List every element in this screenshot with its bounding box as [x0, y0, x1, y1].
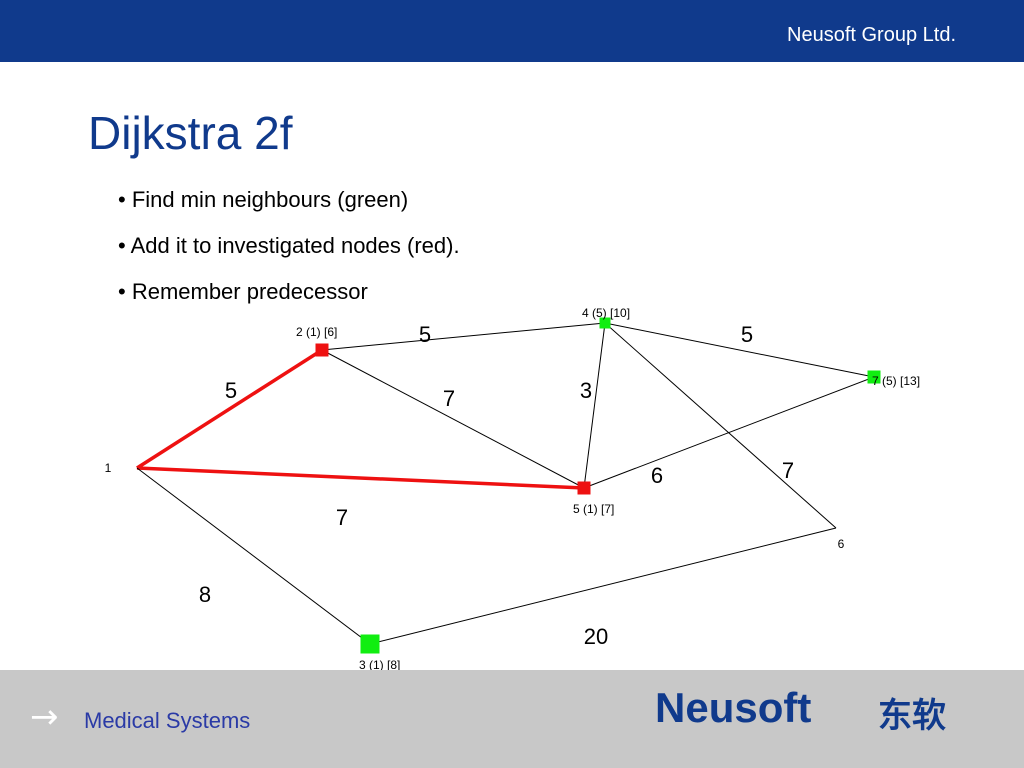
edge-3-6: [369, 527, 837, 645]
edge-weight-1-3: 8: [199, 582, 211, 607]
edge-1-2: [136, 348, 323, 470]
node-2-marker: [315, 343, 329, 357]
edge-2-4: [321, 322, 606, 351]
node-4-label: 4 (5) [10]: [582, 306, 630, 320]
edge-1-3: [136, 467, 371, 645]
node-3-label: 3 (1) [8]: [359, 658, 400, 672]
node-3-marker: [360, 634, 380, 654]
edge-4-5: [583, 322, 606, 489]
bullet-list: • Find min neighbours (green) • Add it t…: [118, 186, 460, 324]
header-company-name: Neusoft Group Ltd.: [787, 24, 956, 46]
node-7-label: 7 (5) [13]: [872, 374, 920, 388]
edge-1-5: [136, 466, 585, 490]
edge-4-7: [604, 322, 875, 378]
bullet-item: • Find min neighbours (green): [118, 187, 409, 212]
node-2-label: 2 (1) [6]: [296, 325, 337, 339]
node-1-label: 1: [105, 461, 112, 475]
header-bar: Neusoft Group Ltd.: [0, 0, 1024, 62]
bullet-item: • Remember predecessor: [118, 279, 368, 304]
edge-5-7: [583, 376, 875, 489]
company-logo: Neusoft: [655, 684, 812, 731]
footer-bar: [0, 670, 1024, 768]
edge-weight-4-6: 7: [782, 458, 794, 483]
edge-weight-3-6: 20: [584, 624, 608, 649]
edge-2-5: [321, 349, 585, 489]
node-4-marker: [599, 317, 611, 329]
edge-weight-5-7: 6: [651, 463, 663, 488]
edge-4-6: [604, 322, 837, 529]
arrow-right-icon: →: [30, 697, 59, 737]
bullet-item: • Add it to investigated nodes (red).: [118, 233, 460, 258]
slide-title: Dijkstra 2f: [88, 107, 293, 159]
edge-weight-4-7: 5: [741, 322, 753, 347]
edge-weight-1-5: 7: [336, 505, 348, 530]
company-logo-cn: 东软: [878, 696, 946, 736]
edge-weight-4-5: 3: [580, 378, 592, 403]
edge-weight-1-2: 5: [225, 378, 237, 403]
edge-weight-2-4: 5: [419, 322, 431, 347]
node-5-label: 5 (1) [7]: [573, 502, 614, 516]
node-7-marker: [867, 370, 881, 384]
footer-division-label: Medical Systems: [84, 708, 251, 733]
edge-weight-2-5: 7: [443, 386, 455, 411]
node-5-marker: [577, 481, 591, 495]
node-6-label: 6: [838, 537, 845, 551]
